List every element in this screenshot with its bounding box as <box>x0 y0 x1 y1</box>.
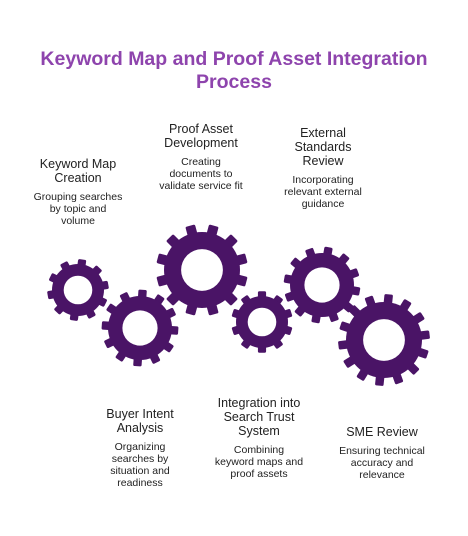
step-heading-line: Review <box>302 154 344 168</box>
step-description: Incorporating relevant external guidance <box>263 174 383 210</box>
step-description-line: accuracy and <box>350 457 414 469</box>
step-description-line: relevance <box>359 469 405 481</box>
step-description-line: Incorporating <box>292 174 354 186</box>
diagram-title: Keyword Map and Proof Asset Integration … <box>0 48 468 94</box>
step-description-line: volume <box>61 215 95 227</box>
step-description-line: guidance <box>301 198 345 210</box>
step-keyword-map-creation: Keyword Map Creation Grouping searches b… <box>18 157 138 227</box>
gear-icon-buyer-intent <box>101 289 179 367</box>
step-external-standards-review: External Standards Review Incorporating … <box>263 126 383 210</box>
step-heading-line: System <box>238 424 280 438</box>
step-heading: Buyer Intent Analysis <box>80 407 200 435</box>
step-sme-review: SME Review Ensuring technical accuracy a… <box>322 425 442 481</box>
step-heading: Proof Asset Development <box>141 122 261 150</box>
title-line-2: Process <box>196 71 272 93</box>
step-heading: External Standards Review <box>263 126 383 168</box>
gear-icon-keyword-map <box>47 259 109 321</box>
step-heading-line: Integration into <box>217 396 301 410</box>
step-heading-line: Proof Asset <box>169 122 233 136</box>
step-description: Organizing searches by situation and rea… <box>80 441 200 489</box>
step-heading-line: Development <box>164 136 238 150</box>
step-description-line: by topic and <box>49 203 107 215</box>
step-description: Creating documents to validate service f… <box>141 156 261 192</box>
step-heading-line: Search Trust <box>223 410 295 424</box>
step-proof-asset-development: Proof Asset Development Creating documen… <box>141 122 261 192</box>
step-description-line: Organizing <box>114 441 166 453</box>
step-description-line: searches by <box>111 453 169 465</box>
step-description-line: documents to <box>169 168 233 180</box>
step-heading-line: Buyer Intent <box>106 407 174 421</box>
gear-icon-sme-review <box>338 294 430 386</box>
step-description-line: Grouping searches <box>33 191 123 203</box>
step-heading-line: Analysis <box>116 421 164 435</box>
step-heading-line: Keyword Map <box>39 157 117 171</box>
step-description-line: Creating <box>181 156 221 168</box>
step-heading: Keyword Map Creation <box>18 157 138 185</box>
step-heading-line: SME Review <box>346 425 418 439</box>
step-description: Grouping searches by topic and volume <box>18 191 138 227</box>
step-description-line: Combining <box>233 444 285 456</box>
step-heading: SME Review <box>322 425 442 439</box>
step-heading: Integration into Search Trust System <box>196 396 322 438</box>
step-buyer-intent-analysis: Buyer Intent Analysis Organizing searche… <box>80 407 200 489</box>
gear-icon-external-review <box>283 246 361 324</box>
step-description-line: situation and <box>110 465 170 477</box>
step-heading-line: Standards <box>294 140 352 154</box>
step-description-line: Ensuring technical <box>339 445 425 457</box>
step-description-line: validate service fit <box>159 180 243 192</box>
title-line-1: Keyword Map and Proof Asset Integration <box>40 48 428 70</box>
step-description-line: keyword maps and <box>214 456 304 468</box>
step-description-line: relevant external <box>284 186 362 198</box>
step-description: Ensuring technical accuracy and relevanc… <box>322 445 442 481</box>
gear-icon-integration <box>231 291 293 353</box>
step-integration-search-trust: Integration into Search Trust System Com… <box>196 396 322 480</box>
step-description: Combining keyword maps and proof assets <box>196 444 322 480</box>
step-description-line: readiness <box>117 477 163 489</box>
step-description-line: proof assets <box>230 468 288 480</box>
gear-icon-proof-asset <box>156 224 248 316</box>
step-heading-line: Creation <box>54 171 102 185</box>
step-heading-line: External <box>300 126 346 140</box>
